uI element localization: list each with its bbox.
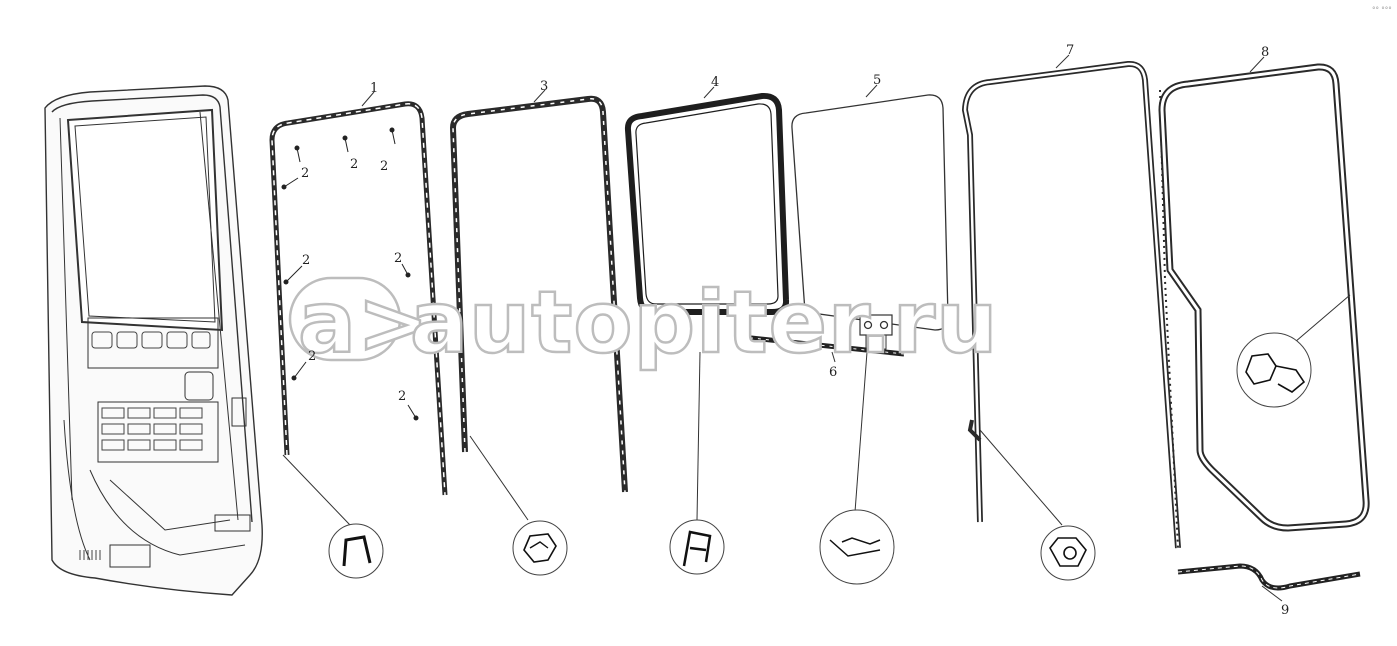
label-part-1: 1 xyxy=(370,81,378,96)
label-part-6: 6 xyxy=(829,365,837,380)
section-detail-4 xyxy=(669,519,725,575)
watermark: a> autopiter.ru xyxy=(288,272,999,374)
door-panel xyxy=(44,85,263,596)
label-part-3: 3 xyxy=(540,79,548,94)
label-part-2: 2 xyxy=(394,251,402,266)
label-part-7: 7 xyxy=(1066,43,1074,58)
part-7-door-seal xyxy=(961,60,1181,549)
section-detail-7 xyxy=(1040,525,1096,581)
part-4-glass-frame-seal xyxy=(624,92,790,315)
label-part-2: 2 xyxy=(380,159,388,174)
label-part-2: 2 xyxy=(301,166,309,181)
section-detail-8 xyxy=(1236,332,1312,408)
corner-mark: °° °°° xyxy=(1372,6,1392,14)
watermark-badge: a> xyxy=(298,273,430,373)
label-part-2: 2 xyxy=(350,157,358,172)
label-part-2: 2 xyxy=(398,389,406,404)
leader-lines xyxy=(282,54,1351,602)
door-panel-vents xyxy=(79,331,211,560)
section-detail-3 xyxy=(512,520,568,576)
part-3-channel-seal xyxy=(449,95,628,493)
label-part-4: 4 xyxy=(711,75,719,90)
part-9-lower-seal xyxy=(1177,563,1361,591)
label-part-2: 2 xyxy=(302,253,310,268)
part-6-glass-strip xyxy=(741,334,905,357)
label-part-5: 5 xyxy=(873,73,881,88)
section-detail-1 xyxy=(328,523,384,579)
label-part-8: 8 xyxy=(1261,45,1269,60)
label-part-2: 2 xyxy=(308,349,316,364)
part-1-glass-run-seal xyxy=(269,101,448,496)
part-labels: 1 2 2 2 2 2 2 2 3 4 5 6 7 8 9 xyxy=(301,43,1289,618)
section-detail-5-6 xyxy=(819,509,895,585)
part-5-door-glass xyxy=(791,94,949,350)
part-8-door-opening-seal xyxy=(1158,63,1370,532)
part-2-clips xyxy=(281,127,419,421)
label-part-9: 9 xyxy=(1281,603,1289,618)
watermark-text: autopiter.ru xyxy=(410,273,998,373)
